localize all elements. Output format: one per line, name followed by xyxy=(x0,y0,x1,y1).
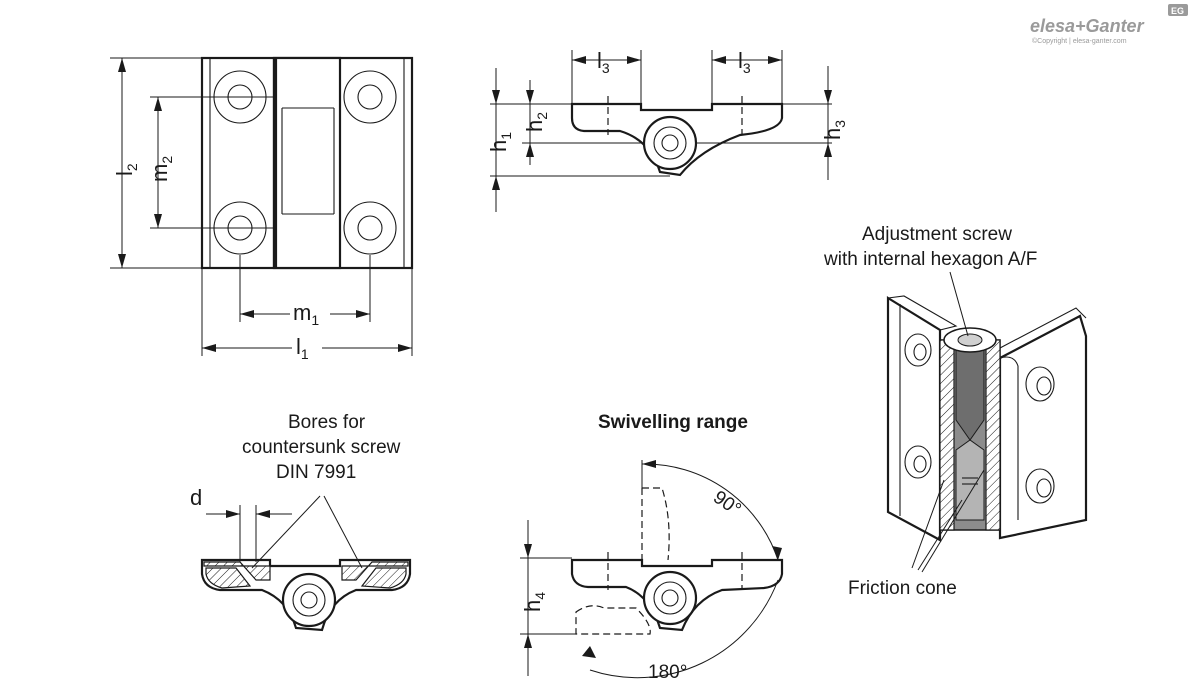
hinge-section-view: d Bores for countersunk screw DIN 7991 xyxy=(190,412,412,632)
swivel-range-view: Swivelling range 90° 180° h4 xyxy=(520,412,784,683)
bore-top-right xyxy=(343,70,397,124)
dim-h4: h4 xyxy=(520,592,548,612)
section-hatch-right xyxy=(341,561,409,581)
knuckle xyxy=(274,56,342,270)
dim-l3-left: l3 xyxy=(597,48,610,76)
friction-cone-note: Friction cone xyxy=(848,578,957,599)
hinge-top-view: l2 m2 m1 l1 xyxy=(110,56,414,362)
angle-180: 180° xyxy=(648,662,687,683)
bores-note-line2: countersunk screw xyxy=(242,437,401,458)
bore-bottom-right xyxy=(343,201,397,255)
iso-right-leaf xyxy=(998,314,1088,540)
bores-note-line1: Bores for xyxy=(288,412,366,433)
dim-h2: h2 xyxy=(522,112,550,132)
side-pivot-outer xyxy=(642,115,698,171)
adjust-note-line2: with internal hexagon A/F xyxy=(823,249,1037,270)
dim-l2: l2 xyxy=(112,163,140,176)
hinge-3d-cutaway: Adjustment screw with internal hexagon A… xyxy=(823,224,1088,599)
dim-l3-right: l3 xyxy=(738,48,751,76)
bores-note-line3: DIN 7991 xyxy=(276,462,356,483)
dim-l1: l1 xyxy=(296,334,309,362)
dim-h1: h1 xyxy=(486,132,514,152)
brand-logo: elesa+Ganter EG ©Copyright | elesa-gante… xyxy=(1030,4,1188,45)
swivel-title: Swivelling range xyxy=(598,412,748,433)
iso-left-leaf xyxy=(886,296,942,542)
dim-h3: h3 xyxy=(820,120,848,140)
dim-m2: m2 xyxy=(147,156,175,182)
dim-m1: m1 xyxy=(293,300,319,328)
dim-d: d xyxy=(190,485,202,510)
angle-90: 90° xyxy=(709,487,745,521)
brand-copyright: ©Copyright | elesa-ganter.com xyxy=(1032,37,1127,45)
left-leaf xyxy=(200,56,276,270)
brand-badge: EG xyxy=(1171,6,1184,16)
brand-badge-box xyxy=(1168,4,1188,16)
hinge-side-view: l3 l3 h1 h2 h3 xyxy=(486,48,848,212)
brand-logo-text: elesa+Ganter xyxy=(1030,16,1145,36)
adjust-note-line1: Adjustment screw xyxy=(862,224,1012,245)
